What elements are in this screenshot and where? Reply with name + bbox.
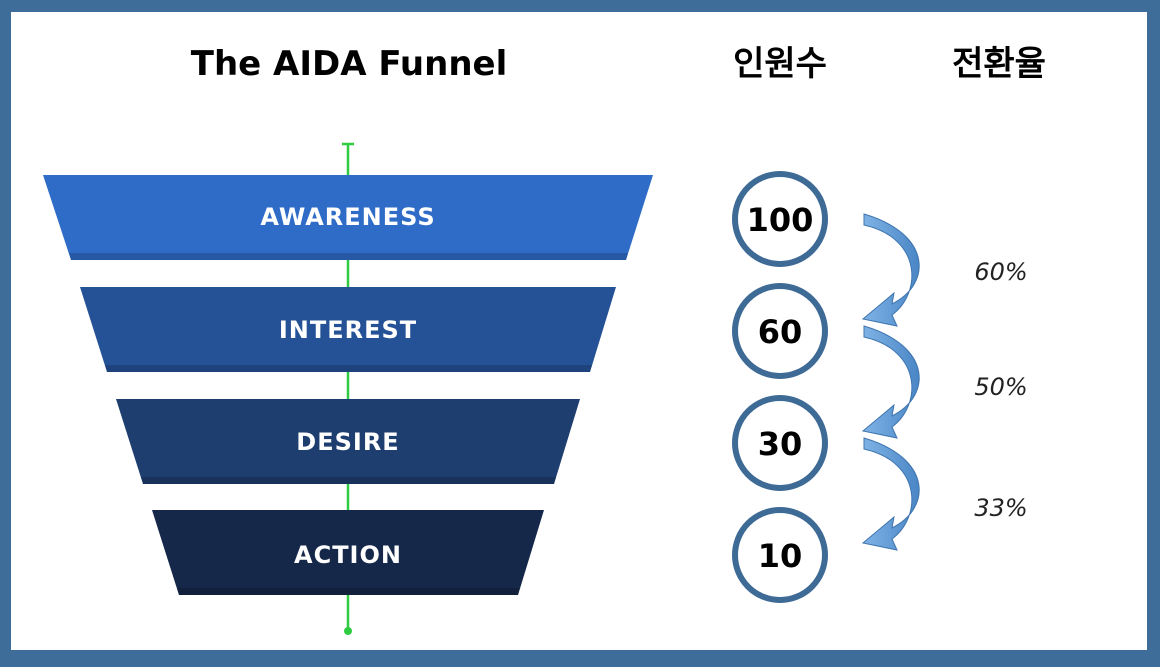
conversion-arrow-1 bbox=[861, 213, 920, 327]
conversion-rate-2: 50% bbox=[974, 373, 1027, 401]
funnel-title: The AIDA Funnel bbox=[191, 44, 508, 84]
conversion-rate-1: 60% bbox=[974, 258, 1027, 286]
conversion-rate-3: 33% bbox=[974, 494, 1027, 522]
funnel-stage-desire: DESIRE bbox=[116, 399, 580, 484]
curved-arrow-icon bbox=[861, 325, 920, 439]
count-circle-desire: 30 bbox=[732, 395, 828, 491]
rate-column-title: 전환율 bbox=[952, 44, 1046, 84]
stage-action-label: ACTION bbox=[294, 541, 402, 569]
conversion-arrow-2 bbox=[861, 325, 920, 439]
stage-action-band bbox=[152, 510, 544, 595]
curved-arrow-icon bbox=[861, 213, 920, 327]
aida-funnel-diagram: The AIDA Funnel 인원수 전환율 AWARENESS INTERE… bbox=[43, 44, 1046, 635]
stage-interest-shadow bbox=[105, 365, 592, 372]
stage-desire-shadow bbox=[141, 477, 556, 484]
funnel-stage-interest: INTEREST bbox=[80, 287, 616, 372]
stage-desire-label: DESIRE bbox=[296, 428, 399, 456]
count-awareness: 100 bbox=[747, 201, 814, 239]
count-column-title: 인원수 bbox=[733, 44, 827, 84]
stage-interest-band bbox=[80, 287, 616, 372]
stage-awareness-shadow bbox=[69, 253, 628, 260]
stage-interest-label: INTEREST bbox=[279, 316, 417, 344]
stage-desire-band bbox=[116, 399, 580, 484]
funnel-stage-action: ACTION bbox=[152, 510, 544, 595]
count-action: 10 bbox=[758, 537, 803, 575]
stage-awareness-label: AWARENESS bbox=[260, 203, 435, 231]
funnel-stage-awareness: AWARENESS bbox=[43, 175, 653, 260]
curved-arrow-icon bbox=[861, 437, 920, 551]
count-circle-awareness: 100 bbox=[732, 171, 828, 267]
count-circle-action: 10 bbox=[732, 507, 828, 603]
stage-action-shadow bbox=[177, 588, 520, 595]
stage-awareness-band bbox=[43, 175, 653, 260]
diagram-canvas: The AIDA Funnel 인원수 전환율 AWARENESS INTERE… bbox=[11, 12, 1147, 650]
conversion-arrow-3 bbox=[861, 437, 920, 551]
count-desire: 30 bbox=[758, 425, 803, 463]
count-interest: 60 bbox=[758, 313, 803, 351]
count-circle-interest: 60 bbox=[732, 283, 828, 379]
